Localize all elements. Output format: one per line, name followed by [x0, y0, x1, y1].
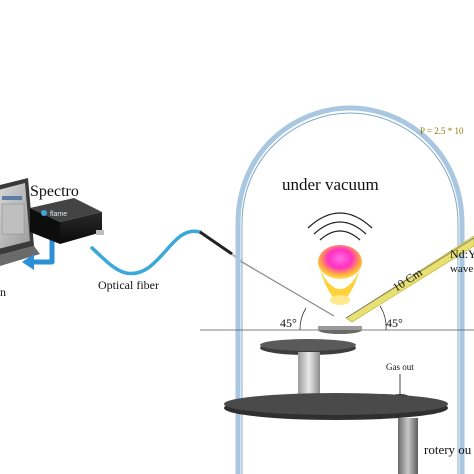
dome-glass — [235, 105, 465, 474]
pressure-label: P = 2.5 * 10 — [420, 126, 464, 136]
vacuum-chamber: under vacuum P = 2.5 * 10 — [235, 105, 465, 474]
base-plate — [224, 393, 448, 420]
laptop-screen-window — [2, 196, 22, 200]
brand-label: flame — [50, 211, 67, 218]
sample-stage — [260, 339, 356, 396]
spectrometer-side — [30, 208, 60, 244]
emission-waves-icon — [307, 212, 373, 241]
spectrometer-label: Spectro — [30, 183, 79, 200]
fiber-connector — [96, 230, 104, 235]
left-angle-label: 45° — [280, 316, 297, 330]
target-sample — [318, 326, 362, 334]
flame-logo-icon — [41, 210, 47, 216]
laptop-base — [0, 246, 40, 266]
spectrometer: Spectro flame — [30, 183, 104, 244]
gas-out-label: Gas out — [386, 362, 414, 372]
distance-label: 10 Cm — [390, 265, 425, 295]
laser-wave-label: wave — [450, 263, 473, 275]
pump-pipe — [398, 418, 418, 474]
angle-markers — [299, 305, 387, 331]
stage-post — [298, 352, 320, 396]
left-angle-arc — [299, 307, 307, 331]
laser-name-label: Nd:Y — [450, 247, 474, 261]
spectrometer-front — [60, 212, 102, 244]
plasma-plume — [318, 245, 362, 305]
laptop-label: n — [0, 285, 6, 299]
under-vacuum-label: under vacuum — [282, 175, 379, 194]
collection-ray — [241, 261, 335, 317]
rotary-pump: rotery ou — [398, 418, 472, 474]
right-angle-label: 45° — [386, 316, 403, 330]
optical-fiber-label: Optical fiber — [98, 278, 159, 292]
fiber-probe — [199, 230, 233, 256]
spectrometer-top — [30, 198, 102, 222]
optical-fiber: Optical fiber — [90, 229, 243, 292]
rotary-pump-label: rotery ou — [424, 442, 472, 457]
laptop-screen-window — [1, 203, 25, 235]
data-transfer-arrow — [22, 238, 55, 270]
dome-glass-inner — [241, 112, 459, 474]
laser-beam: 10 Cm Nd:Y wave — [345, 235, 474, 323]
right-angle-arc — [379, 305, 387, 331]
laptop: n — [0, 178, 40, 299]
